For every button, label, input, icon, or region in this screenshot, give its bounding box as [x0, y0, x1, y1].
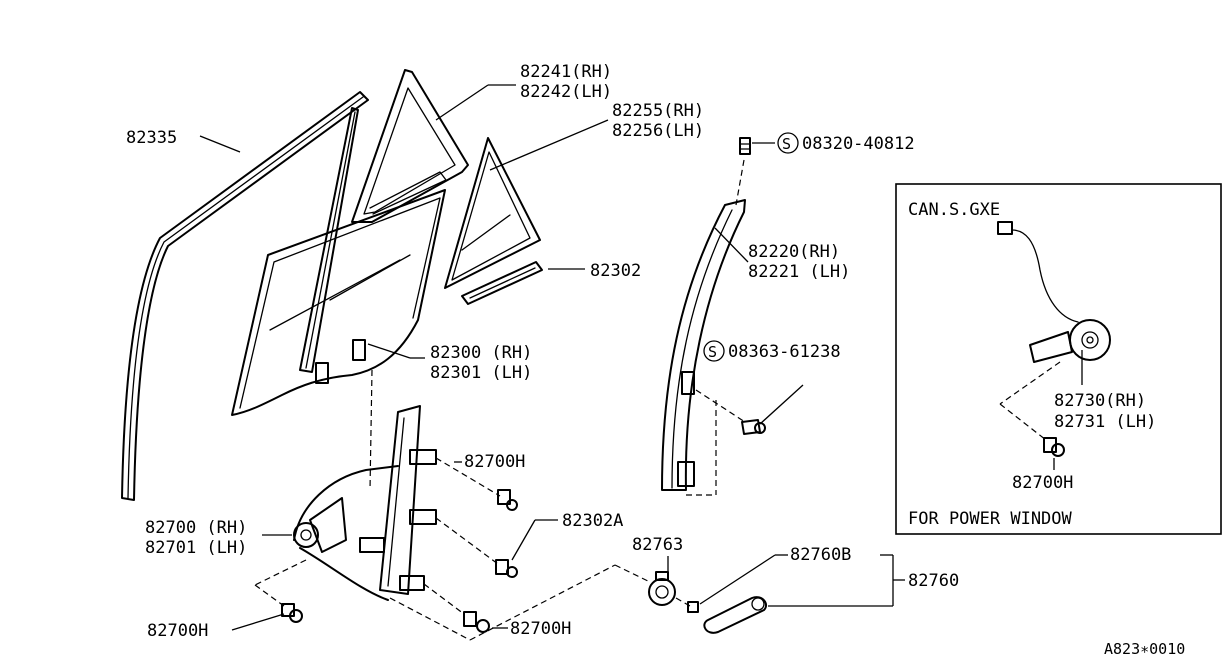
guide-rail-82220 — [661, 199, 746, 496]
bolt-icon — [463, 611, 490, 633]
glass-run-82302 — [461, 261, 543, 305]
label-82241: 82241(RH) — [520, 62, 612, 82]
label-82730: 82730(RH) — [1054, 391, 1146, 411]
label-82256: 82256(LH) — [612, 121, 704, 141]
label-82300: 82300 (RH) — [430, 343, 532, 363]
label-82302a: 82302A — [562, 511, 623, 531]
label-82301: 82301 (LH) — [430, 363, 532, 383]
bolt-icon — [281, 603, 303, 623]
s-marker-text: S — [708, 343, 717, 361]
window-regulator-82700 — [293, 405, 437, 601]
label-82700h-c: 82700H — [510, 619, 571, 639]
door-glass-82300 — [231, 189, 446, 416]
bolt-icon — [1043, 437, 1065, 457]
s-marker-text: S — [782, 135, 791, 153]
power-window-inset: CAN.S.GXE 82730(RH) 82731 (LH) 82700H FO… — [895, 183, 1222, 535]
label-82221: 82221 (LH) — [748, 262, 850, 282]
label-82760: 82760 — [908, 571, 959, 591]
label-82701: 82701 (LH) — [145, 538, 247, 558]
inset-footer: FOR POWER WINDOW — [908, 509, 1073, 529]
label-08320-40812: 08320-40812 — [802, 134, 915, 154]
run-channel-82335 — [121, 91, 369, 501]
label-82763: 82763 — [632, 535, 683, 555]
regulator-handle-82760 — [648, 571, 768, 634]
bolt-icon — [739, 137, 751, 155]
label-82700: 82700 (RH) — [145, 518, 247, 538]
power-window-motor — [997, 221, 1111, 363]
bolt-icon — [741, 419, 766, 435]
label-82731: 82731 (LH) — [1054, 412, 1156, 432]
bolt-icon — [495, 559, 518, 578]
label-08363-61238: 08363-61238 — [728, 342, 841, 362]
inset-title: CAN.S.GXE — [908, 200, 1000, 220]
assembly-lines — [254, 159, 746, 641]
diagram-code: A823∗0010 — [1104, 640, 1185, 658]
bolt-icon — [497, 489, 518, 511]
label-82220: 82220(RH) — [748, 242, 840, 262]
quarter-glass-82255 — [444, 137, 541, 289]
standard-part-marker: S — [703, 340, 725, 362]
label-82255: 82255(RH) — [612, 101, 704, 121]
label-82700h-inset: 82700H — [1012, 473, 1073, 493]
label-82760b: 82760B — [790, 545, 851, 565]
label-82700h-b: 82700H — [147, 621, 208, 641]
label-82242: 82242(LH) — [520, 82, 612, 102]
label-82302: 82302 — [590, 261, 641, 281]
standard-part-marker: S — [777, 132, 799, 154]
label-82700h-a: 82700H — [464, 452, 525, 472]
label-82335: 82335 — [126, 128, 177, 148]
leader-lines — [199, 84, 905, 631]
